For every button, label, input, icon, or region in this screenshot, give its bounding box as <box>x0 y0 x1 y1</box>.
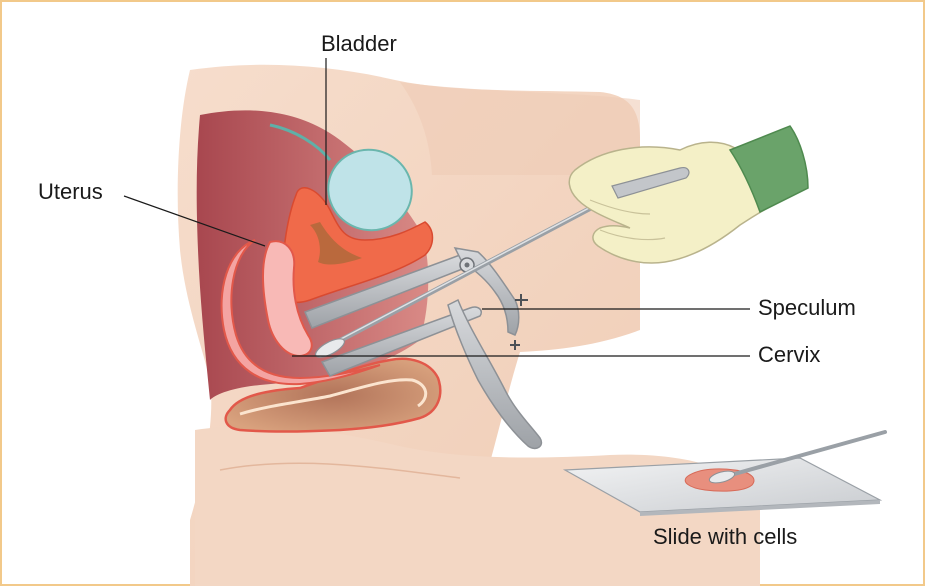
label-cervix: Cervix <box>758 344 820 366</box>
label-uterus: Uterus <box>38 181 103 203</box>
speculum-hinge-center <box>465 263 470 268</box>
label-bladder: Bladder <box>321 33 397 55</box>
label-slide-with-cells: Slide with cells <box>653 526 797 548</box>
label-speculum: Speculum <box>758 297 856 319</box>
